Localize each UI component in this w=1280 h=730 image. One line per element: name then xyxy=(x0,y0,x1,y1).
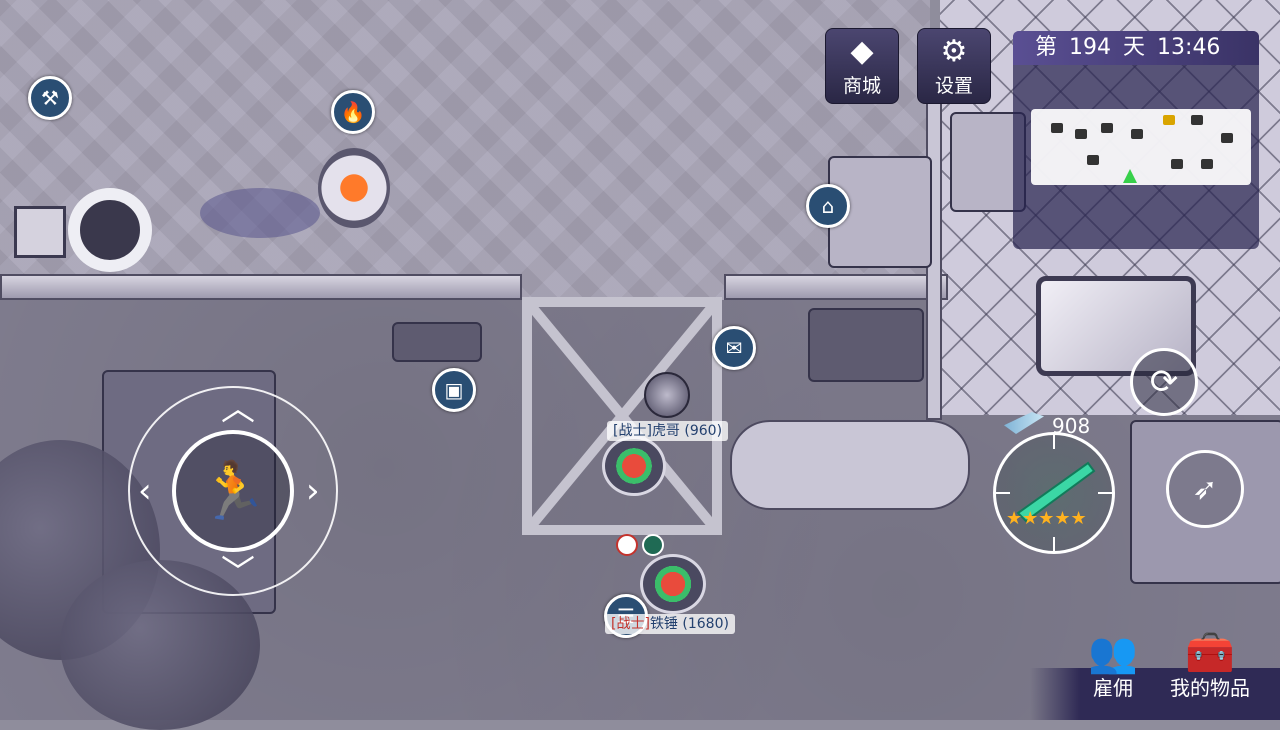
joystick-knob[interactable]: 🏃 xyxy=(172,430,294,552)
npc-role: [战士] xyxy=(613,423,652,439)
door-frame[interactable] xyxy=(522,297,722,535)
player-character[interactable] xyxy=(644,372,690,418)
minimap-area xyxy=(1031,109,1251,185)
diamond-icon: ◆ xyxy=(850,33,874,69)
minimap[interactable]: 第 194 天 13:46 xyxy=(1013,31,1259,249)
minimap-building xyxy=(1051,123,1063,133)
npc-nametag-huge: [战士]虎哥 (960) xyxy=(607,421,729,441)
workshop-icon[interactable]: ⚒ xyxy=(28,76,72,120)
clock-time: 13:46 xyxy=(1157,35,1221,60)
dodge-button[interactable]: ➶ xyxy=(1166,450,1244,528)
box-prop xyxy=(14,206,66,258)
day-time-header: 第 194 天 13:46 xyxy=(1013,31,1259,65)
minimap-building xyxy=(1075,129,1087,139)
mail-icon[interactable]: ✉ xyxy=(712,326,756,370)
doghouse-icon[interactable]: ⌂ xyxy=(806,184,850,228)
settings-button[interactable]: ⚙ 设置 xyxy=(917,28,991,104)
shop-button[interactable]: ◆ 商城 xyxy=(825,28,899,104)
refresh-icon: ⟳ xyxy=(1149,362,1179,402)
shop-label: 商城 xyxy=(842,74,881,97)
weapon-star-rating: ★★★★★ xyxy=(1006,508,1087,529)
status-effect-icon xyxy=(616,534,638,556)
fire-weapon-button[interactable] xyxy=(993,432,1115,554)
campfire-prop xyxy=(318,148,390,228)
minimap-building xyxy=(1201,159,1213,169)
tire-prop xyxy=(68,188,152,272)
gear-icon: ⚙ xyxy=(940,33,968,69)
running-man-icon: 🏃 xyxy=(198,459,268,524)
minimap-building xyxy=(1171,159,1183,169)
status-effect-icon xyxy=(642,534,664,556)
minimap-building xyxy=(1221,133,1233,143)
minimap-building xyxy=(1087,155,1099,165)
ground-outdoor-upper xyxy=(0,0,930,300)
barbed-fence-left xyxy=(0,274,522,300)
sandbag-wall-prop xyxy=(730,420,970,510)
minimap-trophy xyxy=(1163,115,1175,125)
day-prefix: 第 xyxy=(1035,35,1058,60)
chevron-down-icon: ﹀ xyxy=(221,553,255,593)
npc-power: (1680) xyxy=(682,616,729,632)
day-number: 194 xyxy=(1069,35,1112,60)
npc-nametag-tiechui: [战士]铁锤 (1680) xyxy=(605,614,735,634)
swap-weapon-button[interactable]: ⟳ xyxy=(1130,348,1198,416)
chevron-left-icon: ‹ xyxy=(138,471,152,511)
chest-icon: 🧰 xyxy=(1185,630,1235,676)
crosshair-icon xyxy=(996,435,1112,551)
settings-label: 设置 xyxy=(934,74,973,97)
weapon-rack-prop xyxy=(808,308,924,382)
bottom-menu-bar xyxy=(1030,668,1280,720)
npc-name: 虎哥 xyxy=(651,423,680,439)
chevron-up-icon: ︿ xyxy=(221,389,255,429)
npc-power: (960) xyxy=(684,423,723,439)
npc-character-huge[interactable] xyxy=(602,436,666,496)
minimap-player-icon xyxy=(1123,169,1137,183)
people-icon: 👥 xyxy=(1088,630,1138,676)
door-cross-icon xyxy=(532,307,712,525)
minimap-building xyxy=(1101,123,1113,133)
hire-label: 雇佣 xyxy=(1093,676,1133,700)
generator-prop xyxy=(392,322,482,362)
npc-character-tiechui[interactable] xyxy=(640,554,706,614)
campfire-icon[interactable]: 🔥 xyxy=(331,90,375,134)
save-icon[interactable]: ▣ xyxy=(432,368,476,412)
smoke-prop xyxy=(200,188,320,238)
minimap-building xyxy=(1131,129,1143,139)
barbed-fence-right xyxy=(724,274,948,300)
sprint-icon: ➶ xyxy=(1192,471,1218,507)
minimap-building xyxy=(1191,115,1203,125)
joystick-base[interactable] xyxy=(128,386,338,596)
my-items-button[interactable]: 🧰 我的物品 xyxy=(1160,630,1260,700)
chevron-right-icon: › xyxy=(306,471,320,511)
my-items-label: 我的物品 xyxy=(1170,676,1250,700)
hire-button[interactable]: 👥 雇佣 xyxy=(1078,630,1148,700)
npc-role: [战士] xyxy=(611,616,650,632)
day-suffix: 天 xyxy=(1123,35,1146,60)
npc-name: 铁锤 xyxy=(649,616,678,632)
